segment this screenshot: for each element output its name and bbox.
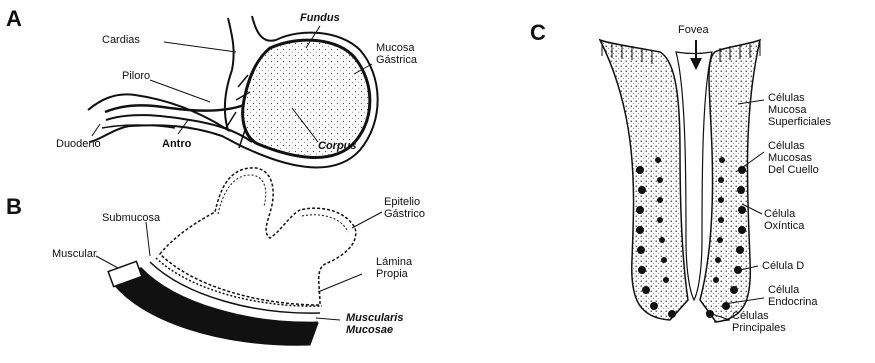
antrum	[105, 105, 244, 112]
stomach-wall-diagram	[96, 168, 382, 345]
label-muscular: Muscular	[52, 248, 97, 261]
gland-right-wall	[700, 40, 760, 322]
panel-letter-a: A	[6, 6, 22, 32]
gastric-gland-diagram	[600, 40, 764, 322]
label-lamina-2: Propia	[376, 268, 408, 281]
label-antro: Antro	[162, 138, 191, 151]
label-submucosa: Submucosa	[102, 212, 160, 225]
label-cuello-3: Del Cuello	[768, 164, 819, 177]
lamina-propria	[160, 168, 356, 305]
label-corpus: Corpus	[318, 140, 357, 153]
gland-left-wall	[600, 40, 688, 320]
label-epitelio-2: Gástrico	[384, 208, 425, 221]
label-celula-d: Célula D	[762, 260, 804, 273]
panel-letter-b: B	[6, 194, 22, 220]
label-fovea: Fovea	[678, 24, 709, 37]
label-oxintica-2: Oxíntica	[764, 220, 804, 233]
label-superficiales-3: Superficiales	[768, 116, 831, 129]
label-fundus: Fundus	[300, 12, 340, 25]
label-duodeno: Duodeno	[56, 138, 101, 151]
label-cardias: Cardias	[102, 34, 140, 47]
label-piloro: Piloro	[122, 70, 150, 83]
label-principales-2: Principales	[732, 322, 786, 335]
label-endocrina-2: Endocrina	[768, 296, 818, 309]
label-muscularis-2: Mucosae	[346, 324, 393, 337]
panel-letter-c: C	[530, 20, 546, 46]
label-mucosa-2: Gástrica	[376, 54, 417, 67]
